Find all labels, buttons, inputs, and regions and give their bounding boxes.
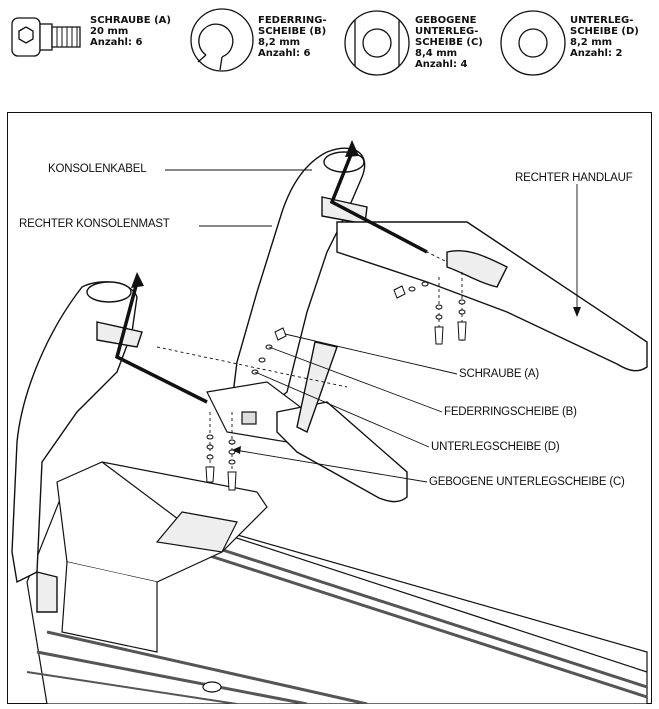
part-screw-a: SCHRAUBE (A) 20 mm Anzahl: 6 [90, 15, 171, 48]
arrow-heads [131, 140, 359, 288]
part-name: GEBOGENE [415, 15, 477, 26]
callout-screw-a: SCHRAUBE (A) [459, 368, 540, 380]
callout-right-handrail: RECHTER HANDLAUF [515, 172, 633, 184]
console-cable-arrows [114, 151, 428, 404]
part-name: UNTERLEG- [570, 15, 634, 26]
callout-leader-arrows [232, 307, 581, 454]
part-size: 20 mm [90, 26, 129, 37]
right-handrail [336, 221, 648, 372]
part-size: 8,2 mm [570, 37, 613, 48]
curved-washer-icon [344, 10, 410, 76]
hardware-stack-right [393, 281, 467, 345]
screw-icon [11, 17, 81, 57]
part-curved-washer-c: GEBOGENE UNTERLEG- SCHEIBE (C) 8,4 mm An… [415, 15, 483, 70]
part-qty: Anzahl: 4 [415, 59, 468, 70]
part-name: SCHEIBE (B) [258, 26, 327, 37]
part-name: SCHRAUBE (A) [90, 15, 171, 26]
parts-legend: SCHRAUBE (A) 20 mm Anzahl: 6 FEDERRING- … [0, 0, 659, 110]
part-qty: Anzahl: 2 [570, 48, 623, 59]
left-handrail [276, 341, 408, 503]
part-qty: Anzahl: 6 [90, 37, 143, 48]
part-name: SCHEIBE (C) [415, 37, 483, 48]
callout-right-console-mast: RECHTER KONSOLENMAST [19, 218, 170, 230]
part-name: FEDERRING- [258, 15, 327, 26]
part-qty: Anzahl: 6 [258, 48, 311, 59]
part-name: UNTERLEG- [415, 26, 479, 37]
treadmill-illustration [7, 112, 652, 704]
callout-lock-washer-b: FEDERRINGSCHEIBE (B) [444, 406, 577, 418]
callout-flat-washer-d: UNTERLEGSCHEIBE (D) [431, 441, 560, 453]
part-size: 8,4 mm [415, 48, 458, 59]
callout-console-cable: KONSOLENKABEL [48, 163, 147, 175]
flat-washer-icon [500, 10, 566, 76]
part-flat-washer-d: UNTERLEG- SCHEIBE (D) 8,2 mm Anzahl: 2 [570, 15, 639, 59]
assembly-diagram: KONSOLENKABEL RECHTER KONSOLENMAST RECHT… [7, 112, 652, 704]
parts-icons [11, 8, 566, 76]
part-lock-washer-b: FEDERRING- SCHEIBE (B) 8,2 mm Anzahl: 6 [258, 15, 327, 59]
part-name: SCHEIBE (D) [570, 26, 639, 37]
motor-hood [56, 461, 268, 653]
part-size: 8,2 mm [258, 37, 301, 48]
left-console-mast [11, 281, 143, 613]
split-lock-washer-icon [190, 8, 254, 72]
callout-leaders [165, 169, 578, 483]
callout-curved-washer-c: GEBOGENE UNTERLEGSCHEIBE (C) [429, 476, 625, 488]
hardware-stack-left [205, 434, 237, 491]
